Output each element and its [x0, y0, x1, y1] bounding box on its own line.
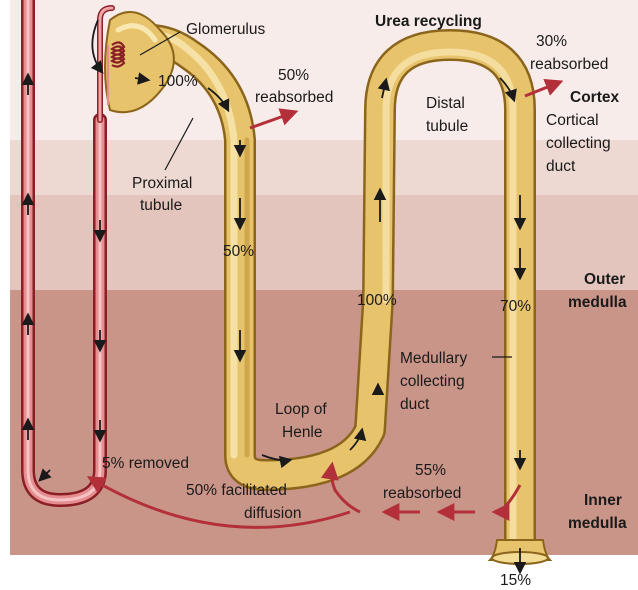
label-urea-recycling: Urea recycling [375, 13, 482, 30]
label-facilitated-b: diffusion [244, 505, 301, 522]
label-cortical-b: collecting [546, 135, 611, 152]
label-facilitated-a: 50% facilitated [186, 482, 287, 499]
label-outer-b: medulla [568, 294, 627, 311]
label-distal-a: Distal [426, 95, 465, 112]
label-pct-50: 50% [223, 243, 254, 260]
label-reabsorbed-55-a: 55% [415, 462, 446, 479]
label-cortical-a: Cortical [546, 112, 599, 129]
label-pct-100-mid: 100% [357, 292, 397, 309]
label-medullary-c: duct [400, 396, 430, 413]
label-pct-100-top: 100% [158, 73, 198, 90]
label-loop-b: Henle [282, 424, 323, 441]
label-reabsorbed-50-a: 50% [278, 67, 309, 84]
label-pct-70: 70% [500, 298, 531, 315]
label-loop-a: Loop of [275, 401, 327, 418]
label-pct-15: 15% [500, 572, 531, 589]
label-removed: 5% removed [102, 455, 189, 472]
label-reabsorbed-55-b: reabsorbed [383, 485, 461, 502]
label-medullary-b: collecting [400, 373, 465, 390]
label-distal-b: tubule [426, 118, 468, 135]
label-medullary-a: Medullary [400, 350, 467, 367]
label-reabsorbed-50-b: reabsorbed [255, 89, 333, 106]
label-proximal-a: Proximal [132, 175, 192, 192]
label-inner-b: medulla [568, 515, 627, 532]
label-proximal-b: tubule [140, 197, 182, 214]
label-reabsorbed-30-a: 30% [536, 33, 567, 50]
label-outer-a: Outer [584, 271, 625, 288]
label-glomerulus: Glomerulus [186, 21, 265, 38]
label-cortex: Cortex [570, 89, 619, 106]
label-cortical-c: duct [546, 158, 576, 175]
label-inner-a: Inner [584, 492, 622, 509]
label-reabsorbed-30-b: reabsorbed [530, 56, 608, 73]
